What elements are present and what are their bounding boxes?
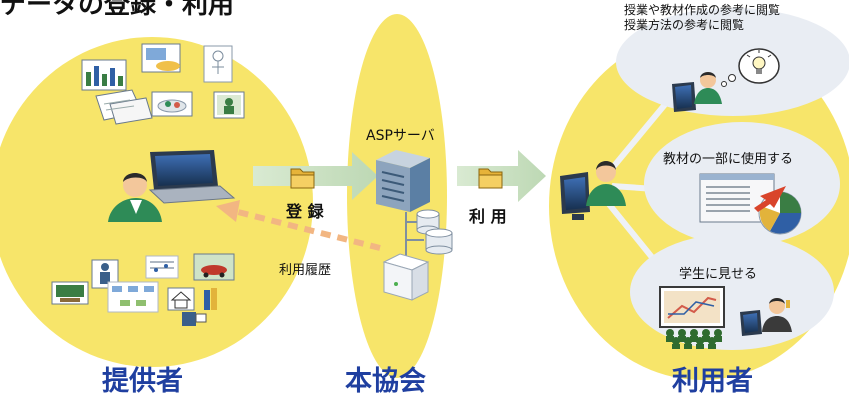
purpose-material-label: 教材の一部に使用する	[663, 152, 794, 167]
car-photo-icon	[193, 253, 235, 281]
register-arrow	[253, 152, 378, 200]
page-title: データの登録・利用	[0, 0, 235, 20]
folder-icon	[290, 168, 315, 189]
laptop-icon	[148, 150, 236, 204]
lightbulb-icon	[721, 48, 780, 87]
teacher-photo-icon	[213, 91, 245, 119]
books-icon	[204, 288, 217, 310]
provider-materials-bottom	[51, 253, 235, 326]
provider-materials-top	[81, 43, 245, 125]
food-photo-icon	[151, 91, 193, 117]
document-chart-icon	[699, 173, 775, 223]
bar-chart-icon	[81, 59, 127, 91]
figure-sketch-icon	[203, 45, 233, 83]
presenter-icon	[182, 312, 207, 326]
flowchart-icon	[107, 281, 159, 313]
documents-icon	[95, 89, 153, 125]
pie-chart-icon	[758, 191, 802, 235]
presenter-user-icon	[740, 298, 792, 336]
pie-slide-icon	[141, 43, 181, 73]
use-label: 利 用	[469, 207, 507, 226]
asp-server-label: ASPサーバ	[366, 128, 435, 144]
purpose-reference-label: 授業や教材作成の参考に閲覧 授業方法の参考に閲覧	[624, 3, 781, 32]
provider-label: 提供者	[102, 366, 183, 394]
arrow-to-document-icon	[754, 186, 786, 212]
presentation-screen-icon	[659, 286, 725, 328]
usage-history-label: 利用履歴	[279, 263, 332, 278]
server-icon	[376, 150, 430, 212]
folder-icon	[478, 168, 503, 189]
provider-circle	[0, 37, 313, 367]
usage-history-arrow	[216, 200, 381, 251]
house-plan-icon	[167, 287, 195, 311]
music-notes-icon	[145, 255, 179, 279]
history-server-icon	[382, 253, 430, 301]
database-icon	[425, 228, 453, 255]
register-label: 登 録	[286, 202, 324, 221]
association-label: 本協会	[345, 366, 426, 394]
user-label: 利用者	[672, 366, 753, 394]
user-at-computer-icon	[560, 161, 626, 220]
audience-icon	[666, 329, 722, 349]
purpose-show-label: 学生に見せる	[679, 267, 758, 282]
person-icon	[108, 173, 162, 222]
classroom-photo-icon	[51, 281, 89, 305]
anatomy-icon	[91, 259, 119, 289]
user-thinking-icon	[672, 72, 722, 112]
